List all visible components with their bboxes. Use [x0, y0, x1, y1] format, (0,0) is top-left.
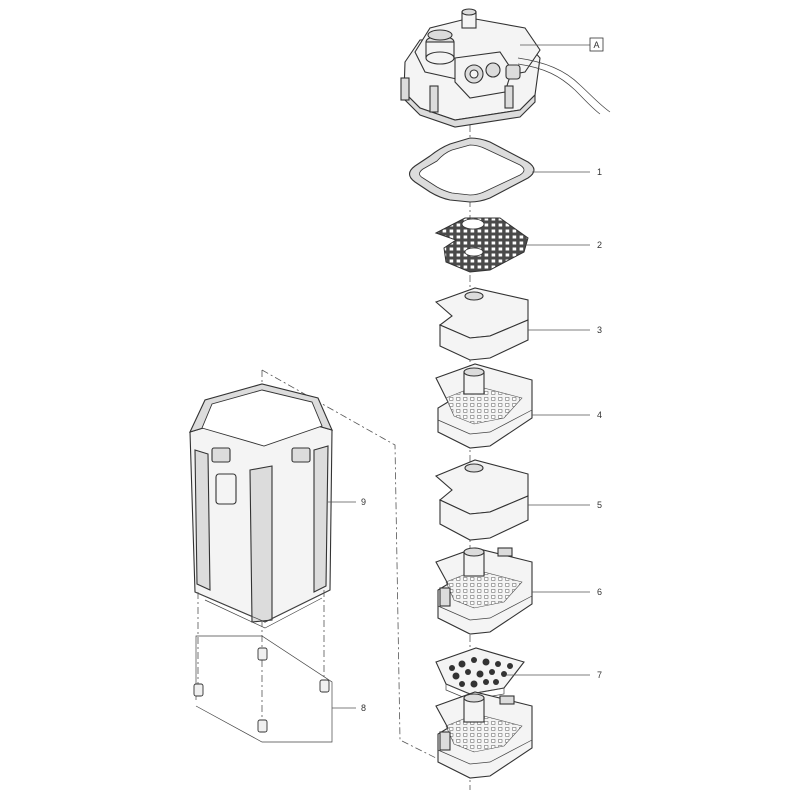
part-5-foam-pad: [434, 459, 529, 541]
callout-label-9: 9: [361, 497, 366, 507]
part-2-perforated-plate: [434, 217, 529, 273]
part-4-basket: [435, 363, 533, 449]
callout-label-3: 3: [597, 325, 602, 335]
callout-labels: A 1 2 3 4 5 6 7 8 9: [361, 37, 604, 713]
callout-label-8: 8: [361, 703, 366, 713]
callout-box-a: [589, 37, 604, 52]
part-1-seal-ring: [408, 137, 535, 203]
leader-lines: [328, 44, 590, 709]
part-7-filter-media: [435, 647, 525, 701]
part-9-canister: [188, 383, 333, 629]
part-3-foam-pad: [434, 287, 529, 361]
callout-label-7: 7: [597, 670, 602, 680]
callout-label-5: 5: [597, 500, 602, 510]
callout-label-2: 2: [597, 240, 602, 250]
callout-label-1: 1: [597, 167, 602, 177]
part-8-feet: [193, 590, 333, 743]
part-a-pump-head: [400, 8, 611, 128]
bottom-basket: [435, 691, 533, 779]
callout-label-6: 6: [597, 587, 602, 597]
part-6-basket: [435, 547, 533, 635]
callout-label-a: A: [593, 40, 599, 50]
callout-label-4: 4: [597, 410, 602, 420]
